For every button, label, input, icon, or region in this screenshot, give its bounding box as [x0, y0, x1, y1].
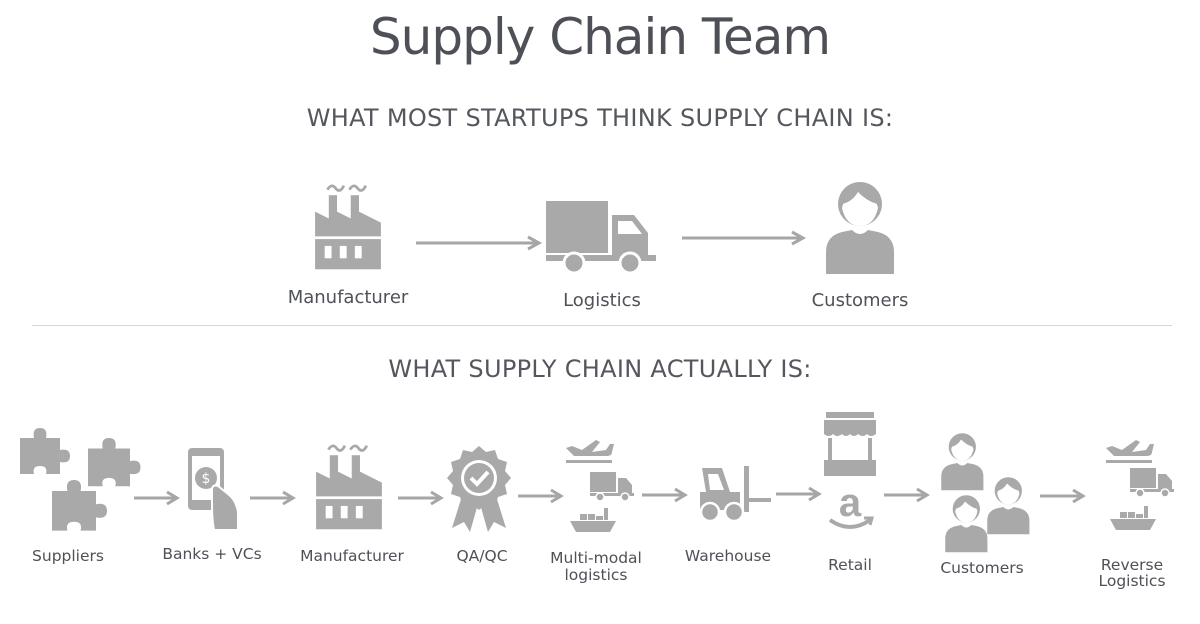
step-label: Banks + VCs	[162, 545, 262, 563]
flow-arrow	[398, 490, 444, 506]
store-icon: a	[824, 412, 876, 529]
section-heading-reality: WHAT SUPPLY CHAIN ACTUALLY IS:	[388, 355, 812, 383]
step-label: Logistics	[563, 290, 641, 311]
flow-arrow	[776, 486, 822, 502]
people-icon	[941, 433, 1030, 553]
truck-icon	[544, 199, 658, 275]
section-divider	[32, 325, 1172, 326]
step-label: Multi-modal	[550, 549, 642, 567]
flow-arrow	[518, 488, 564, 504]
step-label: Customers	[940, 559, 1024, 577]
step-label: Suppliers	[32, 547, 104, 565]
factory-icon	[313, 184, 383, 271]
factory-icon	[314, 444, 384, 531]
step-label: Manufacturer	[300, 547, 404, 565]
multimodal-icon	[566, 440, 635, 532]
flow-arrow	[884, 487, 930, 503]
step-label: Retail	[828, 556, 872, 574]
flow-arrow	[1040, 488, 1086, 504]
flow-arrow	[250, 490, 296, 506]
flow-arrow	[134, 490, 180, 506]
step-label: Warehouse	[684, 547, 772, 565]
puzzle-icon	[20, 428, 141, 531]
svg-text:a: a	[839, 481, 862, 525]
step-label: Reverse	[1100, 556, 1164, 574]
step-label: Customers	[811, 290, 909, 311]
flow-arrow	[682, 230, 807, 246]
person-icon	[826, 182, 894, 274]
forklift-icon	[699, 466, 771, 523]
step-label-line2: logistics	[564, 566, 628, 584]
flow-arrow	[642, 487, 688, 503]
page-title: Supply Chain Team	[369, 8, 831, 66]
step-label: QA/QC	[456, 547, 508, 565]
step-label: Manufacturer	[287, 287, 409, 308]
quality-badge-icon	[447, 446, 511, 532]
section-heading-myth: WHAT MOST STARTUPS THINK SUPPLY CHAIN IS…	[306, 104, 894, 132]
svg-text:$: $	[202, 471, 211, 487]
reverse-logistics-icon	[1106, 440, 1175, 530]
phone-payment-icon: $	[188, 448, 239, 531]
flow-arrow	[416, 235, 543, 251]
step-label-line2: Logistics	[1098, 572, 1166, 590]
